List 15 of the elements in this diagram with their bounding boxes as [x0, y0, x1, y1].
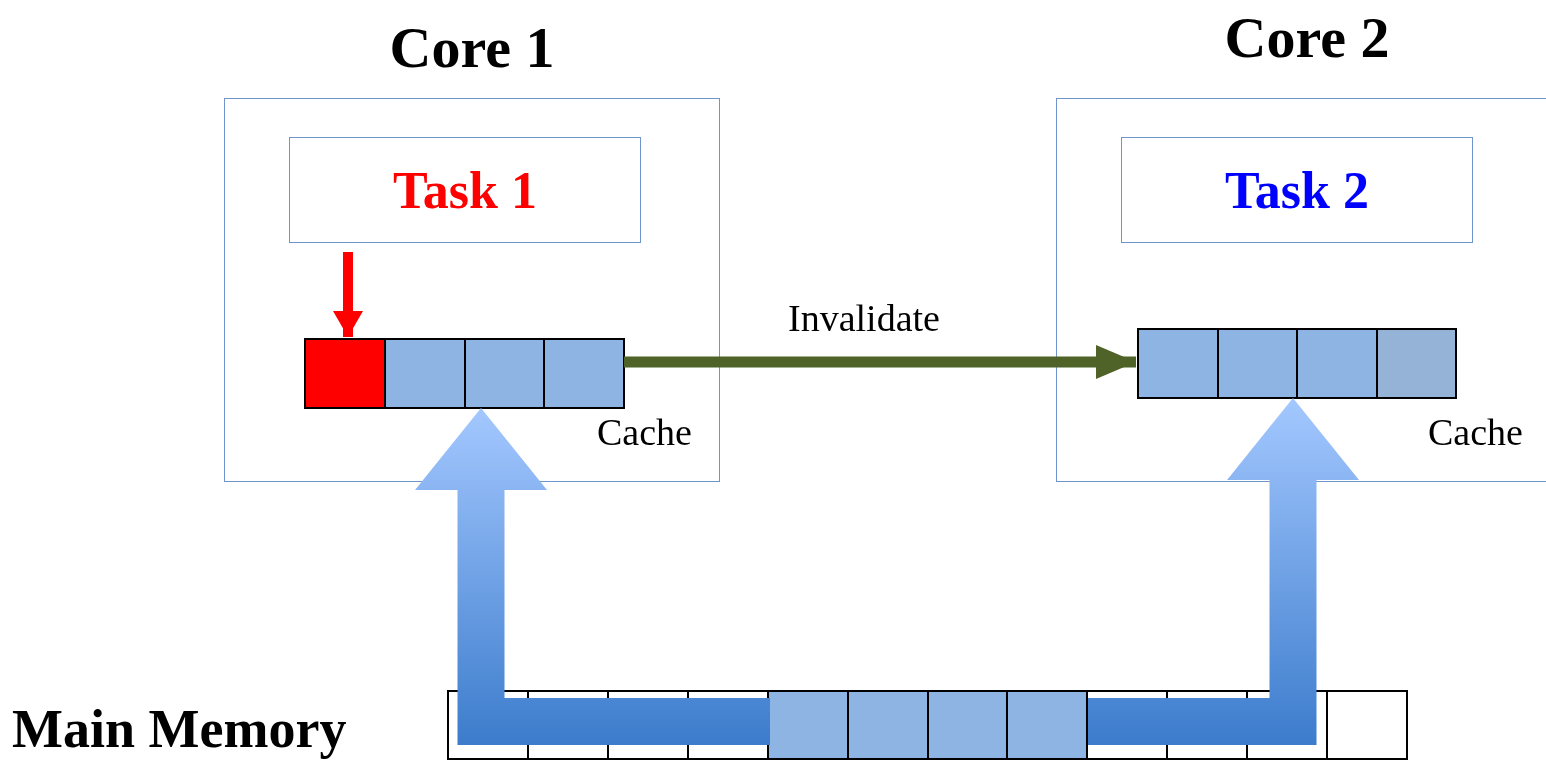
- cache-cell-bar: [304, 338, 625, 409]
- core-title: Core 2: [1223, 4, 1391, 71]
- cache-label: Cache: [597, 410, 692, 454]
- task-label: Task 2: [1224, 160, 1370, 220]
- core-title: Core 1: [388, 14, 556, 81]
- task-box: [289, 137, 641, 243]
- cache-label: Cache: [1428, 410, 1523, 454]
- block-arrow: [1088, 398, 1359, 745]
- task-box: [1121, 137, 1473, 243]
- arrow: [333, 252, 363, 337]
- block-arrow: [415, 408, 770, 745]
- task-label: Task 1: [392, 160, 538, 220]
- cache-cell-bar: [1137, 328, 1457, 399]
- arrow: [624, 345, 1136, 379]
- memory-label: Main Memory: [12, 698, 347, 760]
